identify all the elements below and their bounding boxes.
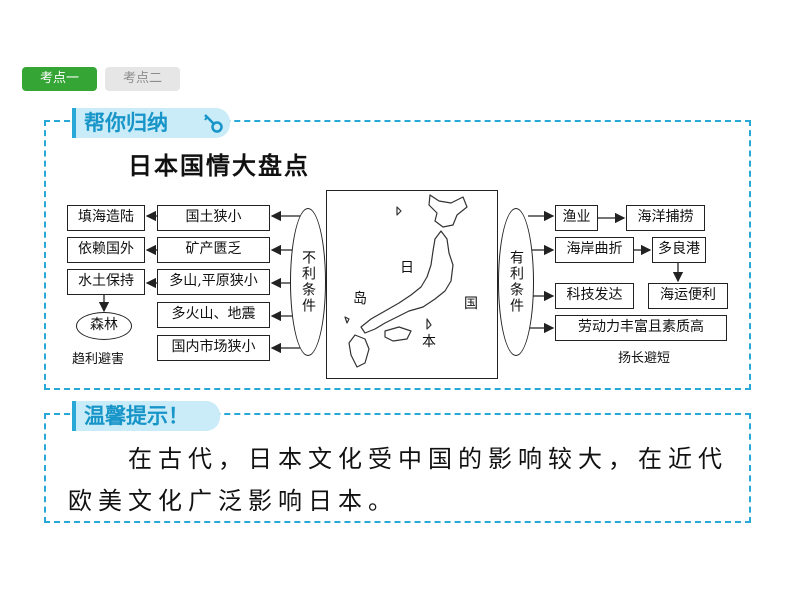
diagram-title: 日本国情大盘点 (128, 152, 310, 180)
tips-text: 在古代，日本文化受中国的影响较大，在近代欧美文化广泛影响日本。 (68, 445, 728, 515)
unfavorable-oval: 不利条件 (290, 208, 326, 356)
tab-kaodian-2[interactable]: 考点二 (105, 67, 180, 91)
right-note: 扬长避短 (618, 351, 671, 366)
unfavorable-label: 不利条件 (300, 250, 316, 314)
cause-box: 矿产匮乏 (157, 237, 270, 263)
result-box: 水土保持 (67, 269, 145, 295)
tips-panel (44, 413, 751, 523)
outcome-box: 海洋捕捞 (626, 205, 705, 231)
tips-badge-label: 温馨提示！ (84, 404, 189, 428)
advantage-box: 渔业 (555, 205, 598, 231)
outcome-box: 多良港 (652, 237, 706, 263)
summary-badge: 帮你归纳 (72, 108, 230, 138)
favorable-label: 有利条件 (508, 250, 524, 314)
map-label-ben: 本 (422, 334, 436, 350)
cause-box: 多山,平原狭小 (157, 269, 270, 295)
result-box: 依赖国外 (67, 237, 145, 263)
advantage-box: 科技发达 (555, 283, 634, 309)
summary-badge-label: 帮你归纳 (84, 111, 168, 135)
advantage-box: 劳动力丰富且素质高 (555, 315, 727, 341)
cause-box: 国内市场狭小 (157, 335, 270, 361)
japan-map: 日 岛 国 本 (326, 190, 498, 379)
outcome-box: 海运便利 (648, 283, 728, 309)
map-label-dao: 岛 (353, 291, 367, 307)
cause-box: 国土狭小 (157, 205, 270, 231)
map-label-ri: 日 (400, 260, 414, 276)
favorable-oval: 有利条件 (498, 208, 534, 356)
cause-box: 多火山、地震 (157, 302, 270, 328)
left-note: 趋利避害 (72, 352, 125, 367)
tips-badge: 温馨提示！ (72, 401, 220, 431)
map-label-guo: 国 (464, 296, 478, 312)
result-box: 填海造陆 (67, 205, 145, 231)
forest-label: 森林 (90, 317, 118, 333)
summary-panel (44, 120, 751, 390)
key-icon (204, 114, 223, 133)
advantage-box: 海岸曲折 (555, 237, 634, 263)
japan-map-outline (344, 194, 468, 368)
tab-kaodian-1[interactable]: 考点一 (22, 67, 97, 91)
forest-oval: 森林 (76, 312, 132, 340)
